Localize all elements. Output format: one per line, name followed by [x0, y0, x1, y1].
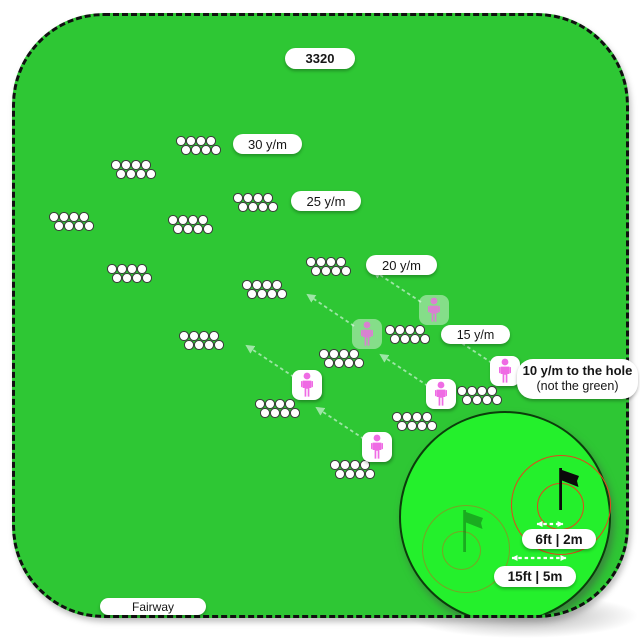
distance-label-30: 30 y/m: [233, 134, 302, 154]
distance-label-15: 15 y/m: [441, 325, 510, 344]
ghost-outer-radius-ring: [422, 505, 510, 593]
distance-label-20: 20 y/m: [366, 255, 437, 275]
hole-distance-callout-line2: (not the green): [536, 379, 619, 394]
fairway-label: Fairway: [100, 598, 206, 615]
distance-label-25: 25 y/m: [291, 191, 361, 211]
green-clip-region: [15, 16, 626, 615]
outer-radius-ring: [511, 455, 611, 555]
ghost-flag-icon: [448, 509, 484, 560]
outer-radius-label: 15ft | 5m: [494, 566, 576, 587]
hole-distance-callout: 10 y/m to the hole (not the green): [517, 359, 638, 399]
ghost-inner-radius-ring: [442, 531, 481, 570]
inner-radius-label: 6ft | 2m: [522, 529, 596, 549]
course-number-label: 3320: [285, 48, 355, 69]
hole-distance-callout-line1: 10 y/m to the hole: [522, 363, 633, 378]
hole-flag-icon: [544, 467, 580, 518]
